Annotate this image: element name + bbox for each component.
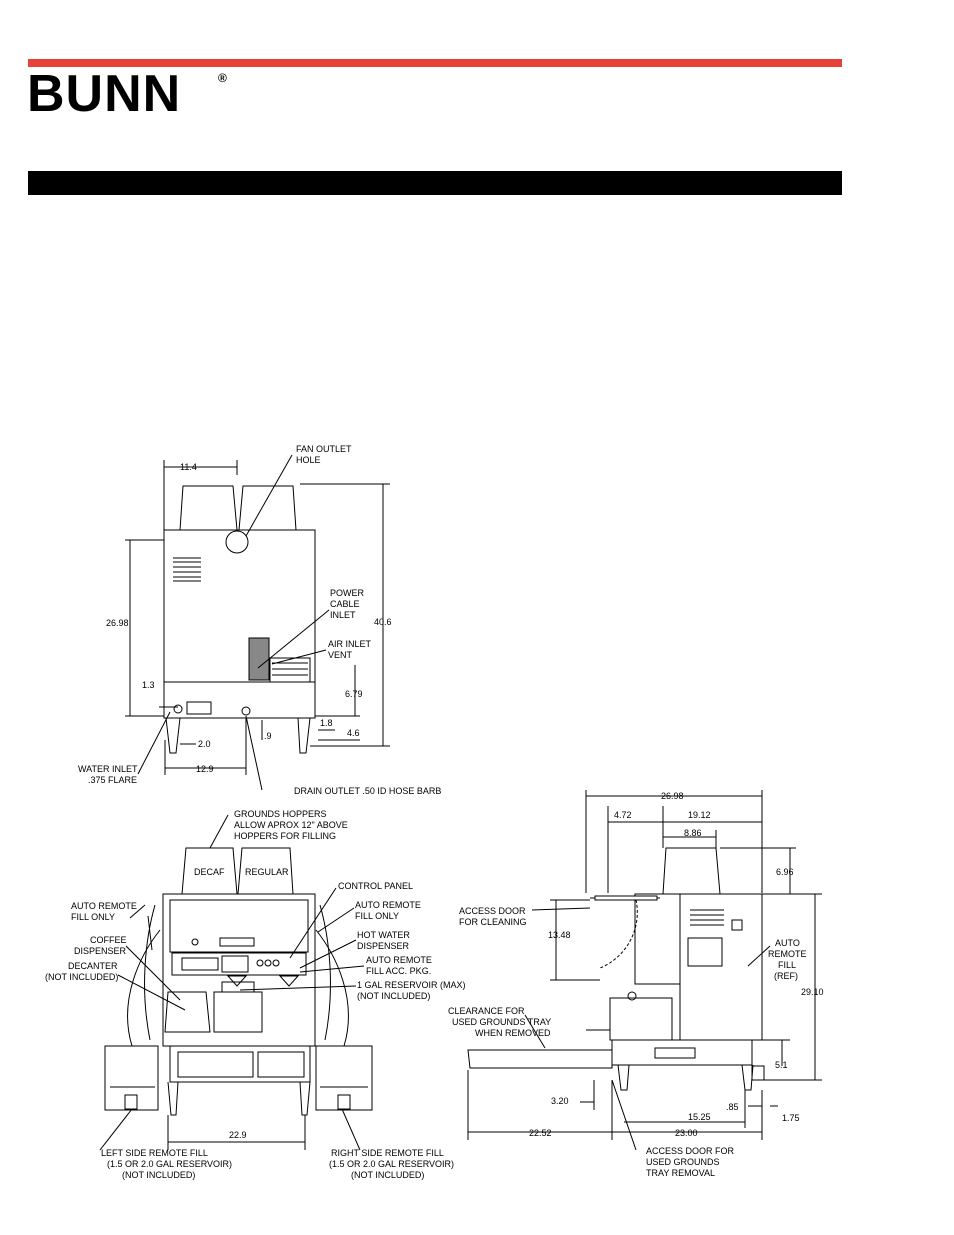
back-view-machine <box>125 454 390 791</box>
label-reservoir-1: 1 GAL RESERVOIR (MAX) <box>357 980 466 990</box>
label-grounds-hoppers-3: HOPPERS FOR FILLING <box>234 831 336 841</box>
label-reservoir-2: (NOT INCLUDED) <box>357 991 430 1001</box>
header-red-rule <box>28 59 842 67</box>
label-power-cable-1: POWER <box>330 588 365 598</box>
label-fan-outlet-1: FAN OUTLET <box>296 444 352 454</box>
dim-side-4-72: 4.72 <box>614 810 632 820</box>
label-decaf: DECAF <box>194 867 225 877</box>
dim-side-6-96: 6.96 <box>776 867 794 877</box>
dim-back-2-0: 2.0 <box>198 739 211 749</box>
label-auto-remote-ref-1: AUTO <box>775 938 800 948</box>
dim-back-12-9: 12.9 <box>196 764 214 774</box>
dim-back-4-6: 4.6 <box>347 728 360 738</box>
dim-side-23-00: 23.00 <box>675 1128 698 1138</box>
dim-front-22-9: 22.9 <box>229 1130 247 1140</box>
label-access-door-cleaning-1: ACCESS DOOR <box>459 906 526 916</box>
dim-side-26-98: 26.98 <box>661 791 684 801</box>
dim-side-15-25: 15.25 <box>688 1112 711 1122</box>
registered-mark: ® <box>218 71 227 85</box>
label-hot-water-2: DISPENSER <box>357 941 410 951</box>
label-power-cable-3: INLET <box>330 610 356 620</box>
dim-side-0-85: .85 <box>726 1102 739 1112</box>
label-control-panel: CONTROL PANEL <box>338 881 413 891</box>
label-grounds-hoppers-2: ALLOW APROX 12" ABOVE <box>234 820 348 830</box>
dim-side-19-12: 19.12 <box>688 810 711 820</box>
dim-back-0-9: .9 <box>264 731 272 741</box>
dim-side-8-86: 8.86 <box>684 828 702 838</box>
label-auto-remote-left-2: FILL ONLY <box>71 912 115 922</box>
label-right-remote-1: RIGHT SIDE REMOTE FILL <box>331 1148 444 1158</box>
label-fan-outlet-2: HOLE <box>296 455 321 465</box>
label-air-inlet-2: VENT <box>328 650 353 660</box>
label-grounds-hoppers-1: GROUNDS HOPPERS <box>234 809 327 819</box>
side-view-machine <box>467 790 822 1151</box>
label-auto-remote-right-2: FILL ONLY <box>355 911 399 921</box>
dim-back-total-height: 40.6 <box>374 617 392 627</box>
label-power-cable-2: CABLE <box>330 599 360 609</box>
dim-side-3-20: 3.20 <box>551 1096 569 1106</box>
dim-side-5-1: 5.1 <box>775 1060 788 1070</box>
label-regular: REGULAR <box>245 867 289 877</box>
label-auto-remote-ref-3: FILL <box>778 960 796 970</box>
label-clearance-3: WHEN REMOVED <box>475 1028 551 1038</box>
front-view-machine <box>99 814 373 1151</box>
label-access-door-tray-2: USED GROUNDS <box>646 1157 720 1167</box>
dim-back-1-3: 1.3 <box>142 680 155 690</box>
label-coffee-dispenser-1: COFFEE <box>90 935 127 945</box>
label-clearance-1: CLEARANCE FOR <box>448 1006 525 1016</box>
dim-back-1-8: 1.8 <box>320 718 333 728</box>
label-left-remote-3: (NOT INCLUDED) <box>122 1170 195 1180</box>
dim-back-body-height: 26.98 <box>106 618 129 628</box>
label-left-remote-1: LEFT SIDE REMOTE FILL <box>101 1148 208 1158</box>
label-auto-remote-acc-1: AUTO REMOTE <box>366 955 432 965</box>
dim-side-29-10: 29.10 <box>801 987 824 997</box>
label-clearance-2: USED GROUNDS TRAY <box>452 1017 551 1027</box>
dim-back-6-79: 6.79 <box>345 689 363 699</box>
dim-side-1-75: 1.75 <box>782 1113 800 1123</box>
label-auto-remote-ref-2: REMOTE <box>768 949 807 959</box>
label-hot-water-1: HOT WATER <box>357 930 410 940</box>
label-access-door-tray-3: TRAY REMOVAL <box>646 1168 715 1178</box>
label-access-door-tray-1: ACCESS DOOR FOR <box>646 1146 735 1156</box>
header-black-bar <box>28 171 842 195</box>
label-air-inlet-1: AIR INLET <box>328 639 372 649</box>
brand-logo: BUNN <box>27 65 182 123</box>
label-water-inlet-1: WATER INLET <box>78 764 138 774</box>
dim-side-13-48: 13.48 <box>548 930 571 940</box>
label-access-door-cleaning-2: FOR CLEANING <box>459 917 527 927</box>
label-decanter-1: DECANTER <box>68 961 118 971</box>
label-auto-remote-right-1: AUTO REMOTE <box>355 900 421 910</box>
label-auto-remote-left-1: AUTO REMOTE <box>71 901 137 911</box>
label-right-remote-3: (NOT INCLUDED) <box>351 1170 424 1180</box>
label-water-inlet-2: .375 FLARE <box>88 775 137 785</box>
label-right-remote-2: (1.5 OR 2.0 GAL RESERVOIR) <box>329 1159 454 1169</box>
dim-back-width: 11.4 <box>180 462 197 472</box>
label-left-remote-2: (1.5 OR 2.0 GAL RESERVOIR) <box>107 1159 232 1169</box>
dim-side-22-52: 22.52 <box>529 1128 552 1138</box>
label-drain-outlet: DRAIN OUTLET .50 ID HOSE BARB <box>294 786 441 796</box>
label-decanter-2: (NOT INCLUDED) <box>45 972 118 982</box>
label-auto-remote-acc-2: FILL ACC. PKG. <box>366 966 431 976</box>
label-coffee-dispenser-2: DISPENSER <box>74 946 127 956</box>
label-auto-remote-ref-4: (REF) <box>774 971 798 981</box>
